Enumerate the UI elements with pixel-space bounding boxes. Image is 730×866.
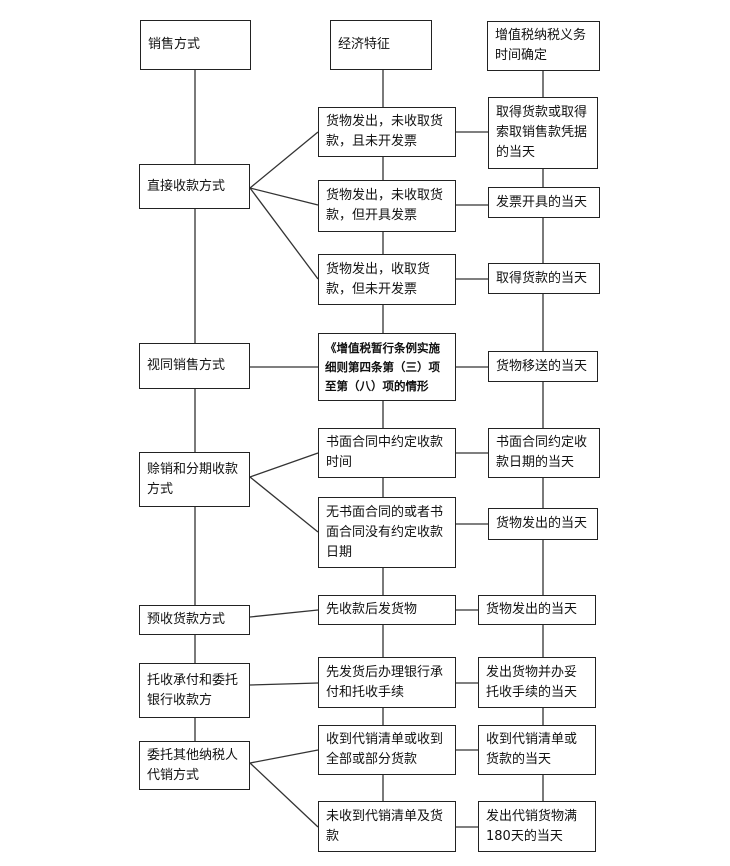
timing-box: 货物发出的当天 — [478, 595, 596, 625]
feature-box: 无书面合同的或者书面合同没有约定收款日期 — [318, 497, 456, 568]
timing-label: 取得货款的当天 — [496, 270, 588, 286]
feature-label: 无书面合同的或者书面合同没有约定收款日期 — [326, 504, 444, 560]
timing-box: 取得货款的当天 — [488, 263, 600, 294]
timing-box: 货物移送的当天 — [488, 351, 598, 382]
timing-label: 发出代销货物满180天的当天 — [486, 808, 578, 844]
fan-collection — [249, 682, 319, 686]
fan-direct-3 — [249, 187, 319, 280]
timing-label: 收到代销清单或货款的当天 — [486, 732, 578, 767]
feature-label: 《增值税暂行条例实施细则第四条第（三）项至第（八）项的情形 — [325, 340, 440, 393]
feature-box: 货物发出，未收取货款，且未开发票 — [318, 107, 456, 157]
feature-box: 书面合同中约定收款时间 — [318, 428, 456, 478]
feature-label: 收到代销清单或收到全部或部分货款 — [326, 732, 444, 767]
timing-label: 货物发出的当天 — [496, 516, 588, 531]
method-direct-collection: 直接收款方式 — [139, 164, 250, 209]
method-label: 直接收款方式 — [147, 178, 226, 194]
feature-label: 书面合同中约定收款时间 — [326, 435, 444, 470]
feature-label: 先发货后办理银行承付和托收手续 — [326, 664, 444, 700]
method-label: 托收承付和委托银行收款方 — [147, 672, 239, 708]
timing-box: 发票开具的当天 — [488, 187, 600, 218]
header-feature: 经济特征 — [330, 20, 432, 70]
header-feature-text: 经济特征 — [338, 37, 391, 52]
header-method-text: 销售方式 — [148, 37, 201, 52]
fan-credit-2 — [249, 476, 319, 533]
feature-box: 先发货后办理银行承付和托收手续 — [318, 657, 456, 708]
feature-label: 货物发出，未收取货款，且未开发票 — [326, 114, 444, 149]
fan-credit-1 — [249, 452, 319, 478]
method-consignment: 委托其他纳税人代销方式 — [139, 741, 250, 790]
timing-label: 取得货款或取得索取销售款凭据的当天 — [496, 105, 588, 160]
timing-label: 货物移送的当天 — [496, 358, 588, 374]
fan-direct-1 — [249, 131, 319, 189]
feature-label: 货物发出，未收取货款，但开具发票 — [326, 188, 444, 223]
feature-box: 《增值税暂行条例实施细则第四条第（三）项至第（八）项的情形 — [318, 333, 456, 401]
method-collection-acceptance: 托收承付和委托银行收款方 — [139, 663, 250, 718]
feature-box: 未收到代销清单及货款 — [318, 801, 456, 852]
header-method: 销售方式 — [140, 20, 251, 70]
header-timing: 增值税纳税义务时间确定 — [487, 21, 600, 71]
method-deemed-sales: 视同销售方式 — [139, 343, 250, 389]
method-credit-installment: 赊销和分期收款方式 — [139, 452, 250, 507]
header-timing-text: 增值税纳税义务时间确定 — [495, 28, 587, 63]
feature-box: 货物发出，收取货款，但未开发票 — [318, 254, 456, 305]
method-label: 预收货款方式 — [147, 612, 226, 627]
fan-consign-2 — [249, 762, 319, 828]
method-label: 赊销和分期收款方式 — [147, 461, 239, 497]
feature-label: 货物发出，收取货款，但未开发票 — [326, 261, 431, 297]
timing-label: 书面合同约定收款日期的当天 — [496, 435, 588, 470]
feature-box: 货物发出，未收取货款，但开具发票 — [318, 180, 456, 232]
timing-label: 发出货物并办妥托收手续的当天 — [486, 664, 578, 700]
feature-box: 先收款后发货物 — [318, 595, 456, 625]
timing-box: 发出代销货物满180天的当天 — [478, 801, 596, 852]
feature-label: 未收到代销清单及货款 — [326, 808, 444, 844]
timing-label: 发票开具的当天 — [496, 194, 588, 210]
fan-direct-2 — [249, 187, 319, 206]
fan-advance — [249, 609, 319, 618]
timing-box: 发出货物并办妥托收手续的当天 — [478, 657, 596, 708]
timing-box: 收到代销清单或货款的当天 — [478, 725, 596, 775]
timing-box: 书面合同约定收款日期的当天 — [488, 428, 600, 478]
timing-label: 货物发出的当天 — [486, 602, 578, 617]
feature-box: 收到代销清单或收到全部或部分货款 — [318, 725, 456, 775]
timing-box: 货物发出的当天 — [488, 508, 598, 540]
timing-box: 取得货款或取得索取销售款凭据的当天 — [488, 97, 598, 169]
feature-label: 先收款后发货物 — [326, 602, 418, 617]
fan-consign-1 — [249, 749, 319, 764]
method-label: 视同销售方式 — [147, 358, 226, 373]
method-advance-payment: 预收货款方式 — [139, 605, 250, 635]
method-label: 委托其他纳税人代销方式 — [147, 747, 239, 783]
